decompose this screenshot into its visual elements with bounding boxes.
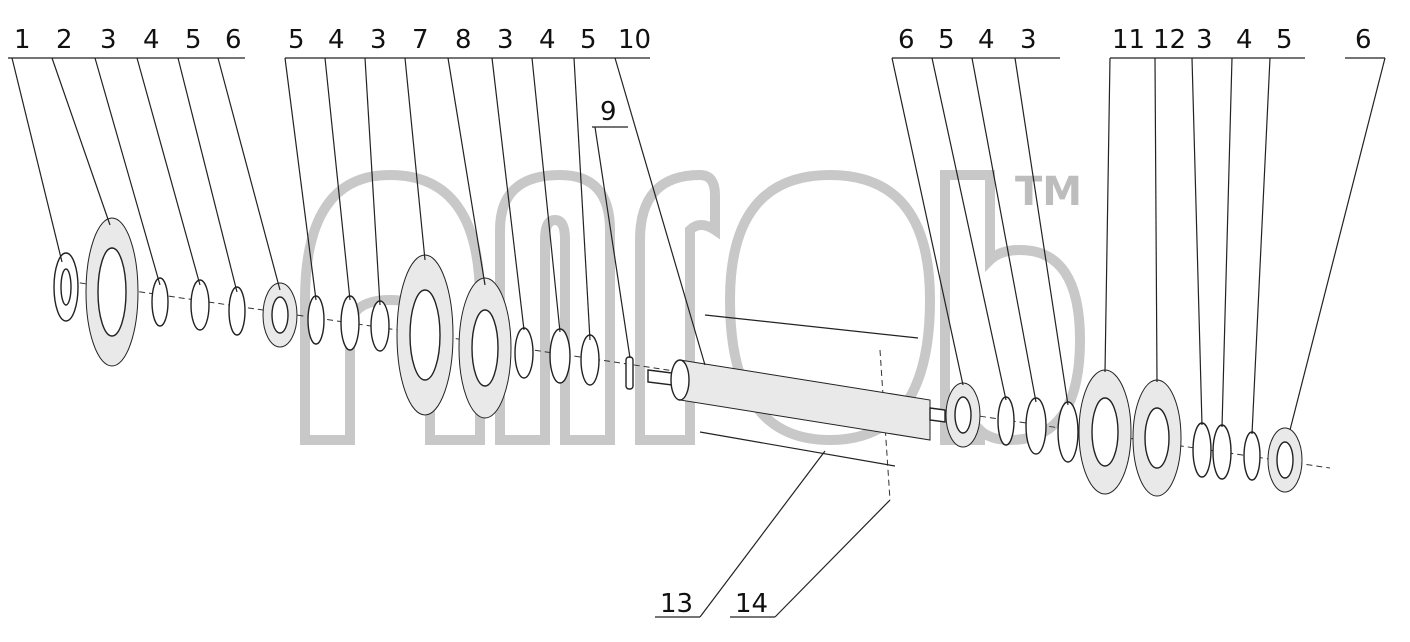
parts-left xyxy=(53,217,634,419)
callout-3: 3 xyxy=(1020,25,1037,55)
callout-14: 14 xyxy=(735,589,768,619)
part-5-washer-d xyxy=(997,396,1015,446)
part-5-washer-b xyxy=(307,295,325,345)
callout-13: 13 xyxy=(660,589,693,619)
callout-6: 6 xyxy=(225,25,242,55)
part-4-thrust-washer-c xyxy=(549,328,571,384)
callout-labels: 1 2 3 4 5 6 5 4 3 7 8 3 4 5 10 9 6 5 4 3… xyxy=(14,25,1372,619)
callout-4: 4 xyxy=(978,25,995,55)
part-3-snap-ring-d xyxy=(1057,401,1079,463)
part-3-snap-ring-e xyxy=(1192,422,1212,478)
callout-3: 3 xyxy=(497,25,514,55)
callout-12: 12 xyxy=(1153,25,1186,55)
callout-4: 4 xyxy=(328,25,345,55)
part-5-washer xyxy=(228,286,246,336)
part-13-rod-upper xyxy=(704,314,919,339)
part-5-washer-e xyxy=(1243,431,1261,481)
watermark-trademark: TM xyxy=(1015,169,1082,215)
part-4-thrust-washer-d xyxy=(1025,397,1047,455)
part-13-rod-lower xyxy=(699,431,896,467)
callout-4: 4 xyxy=(1236,25,1253,55)
callout-5: 5 xyxy=(185,25,202,55)
callout-4: 4 xyxy=(539,25,556,55)
part-3-snap-ring xyxy=(151,277,169,327)
callout-8: 8 xyxy=(455,25,472,55)
parts-right xyxy=(945,369,1303,497)
callout-6: 6 xyxy=(1355,25,1372,55)
callout-2: 2 xyxy=(56,25,73,55)
callout-4: 4 xyxy=(143,25,160,55)
callout-underlines xyxy=(8,57,1385,618)
part-4-thrust-washer-b xyxy=(340,295,360,351)
callout-7: 7 xyxy=(412,25,429,55)
callout-11: 11 xyxy=(1112,25,1145,55)
callout-5: 5 xyxy=(580,25,597,55)
callout-1: 1 xyxy=(14,25,31,55)
callout-3: 3 xyxy=(1196,25,1213,55)
callout-5: 5 xyxy=(288,25,305,55)
callout-5: 5 xyxy=(938,25,955,55)
part-4-thrust-washer xyxy=(190,279,210,331)
callout-6: 6 xyxy=(898,25,915,55)
part-3-snap-ring-b xyxy=(370,300,390,352)
part-3-snap-ring-c xyxy=(514,327,534,379)
part-4-thrust-washer-e xyxy=(1212,424,1232,480)
callout-10: 10 xyxy=(618,25,651,55)
callout-3: 3 xyxy=(370,25,387,55)
watermark-logo: TM xyxy=(300,169,1086,446)
part-9-key xyxy=(625,356,634,390)
leader-lines xyxy=(11,57,1386,618)
part-10-shaft xyxy=(647,359,946,441)
callout-3: 3 xyxy=(100,25,117,55)
callout-5: 5 xyxy=(1276,25,1293,55)
callout-9: 9 xyxy=(600,97,617,127)
part-5-washer-c xyxy=(580,334,600,386)
